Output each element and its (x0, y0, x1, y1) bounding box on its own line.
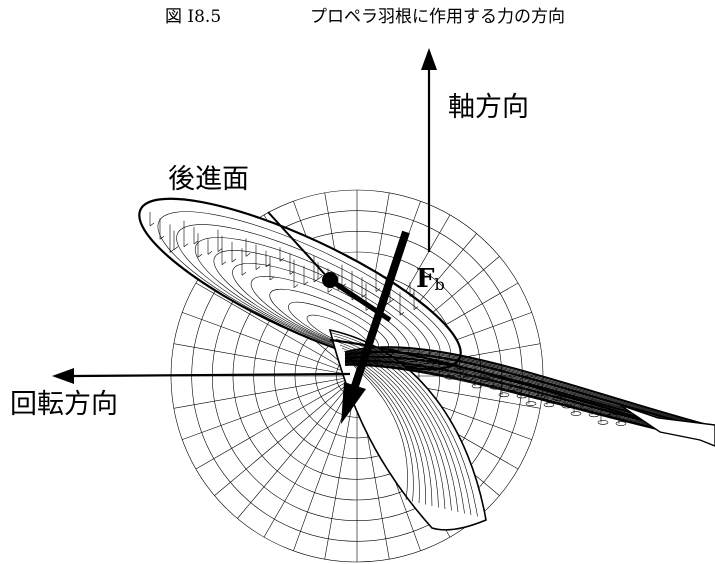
figure-number: 図 I8.5 (165, 7, 222, 27)
force-arrow-icon (341, 230, 410, 424)
axial-direction-label: 軸方向 (448, 92, 529, 123)
pressure-point-icon (322, 272, 338, 288)
rotation-arrow-icon (52, 368, 351, 384)
force-label-main: F (416, 264, 435, 294)
back-face-label: 後進面 (168, 164, 249, 195)
force-label-subscript: b (434, 275, 445, 294)
rotation-direction-label: 回転方向 (10, 389, 118, 420)
axial-arrow-icon (421, 48, 437, 252)
propeller-blades (138, 197, 715, 531)
right-blade (329, 338, 715, 447)
force-label: Fb (416, 264, 445, 300)
figure-title: プロペラ羽根に作用する力の方向 (310, 7, 565, 27)
